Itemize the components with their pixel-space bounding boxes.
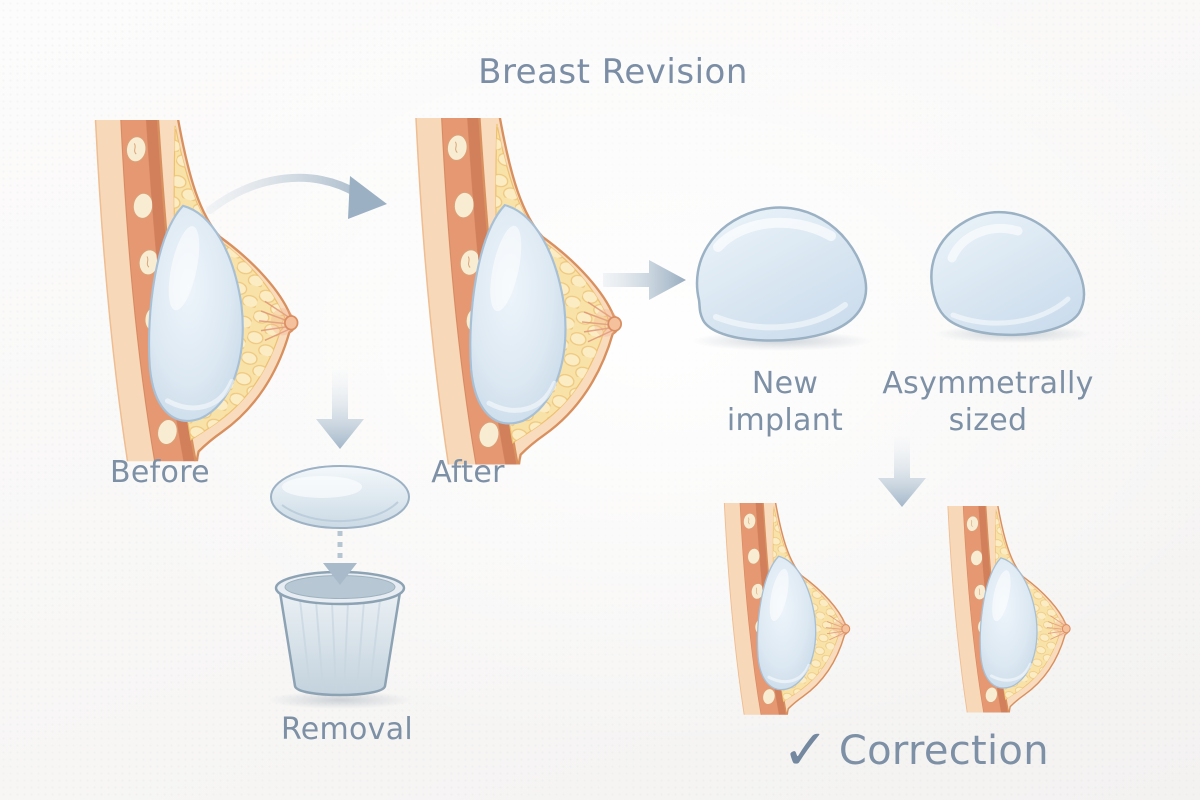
before-label: Before [110, 455, 210, 490]
correction-label: Correction [838, 728, 1049, 775]
after-illustration [416, 112, 621, 470]
correction-caption: ✓ Correction [782, 718, 1049, 783]
corrected-left-illustration [724, 499, 850, 718]
new-implant-shape [692, 206, 872, 351]
implant-disc [270, 465, 410, 529]
new-implant-label: New implant [726, 366, 844, 438]
removal-label: Removal [280, 712, 414, 747]
before-illustration [95, 114, 297, 467]
checkmark-icon: ✓ [782, 718, 829, 783]
page-title: Breast Revision [478, 52, 748, 92]
trash-can-icon [268, 531, 412, 709]
asymmetric-label: Asymmetrally sized [882, 366, 1094, 438]
after-label: After [431, 455, 505, 490]
correction-arrow-icon [878, 436, 926, 507]
removal-arrow-icon [316, 370, 364, 449]
asymmetric-implant-shape [930, 210, 1091, 343]
right-arrow-icon [603, 260, 686, 300]
corrected-right-illustration [948, 502, 1070, 716]
curved-arrow-icon [206, 173, 387, 219]
